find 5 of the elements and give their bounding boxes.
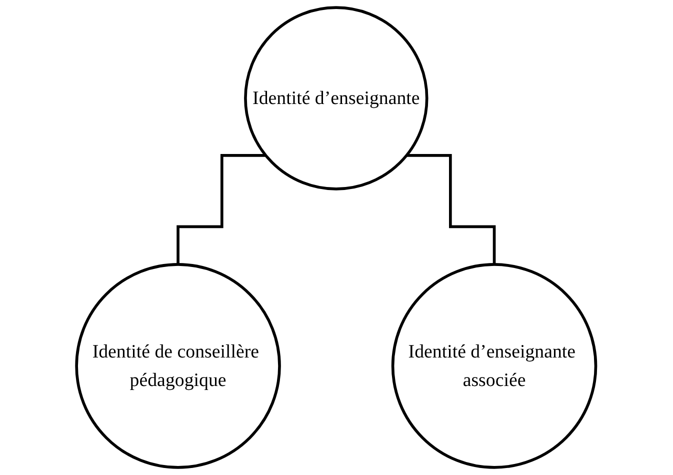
node-circle: Identité d’enseignante [244, 6, 429, 190]
connector [176, 154, 266, 266]
connector [406, 154, 496, 266]
node-circle: Identité de conseillère pédagogique [75, 263, 282, 469]
node-circle: Identité d’enseignante associée [392, 263, 598, 469]
